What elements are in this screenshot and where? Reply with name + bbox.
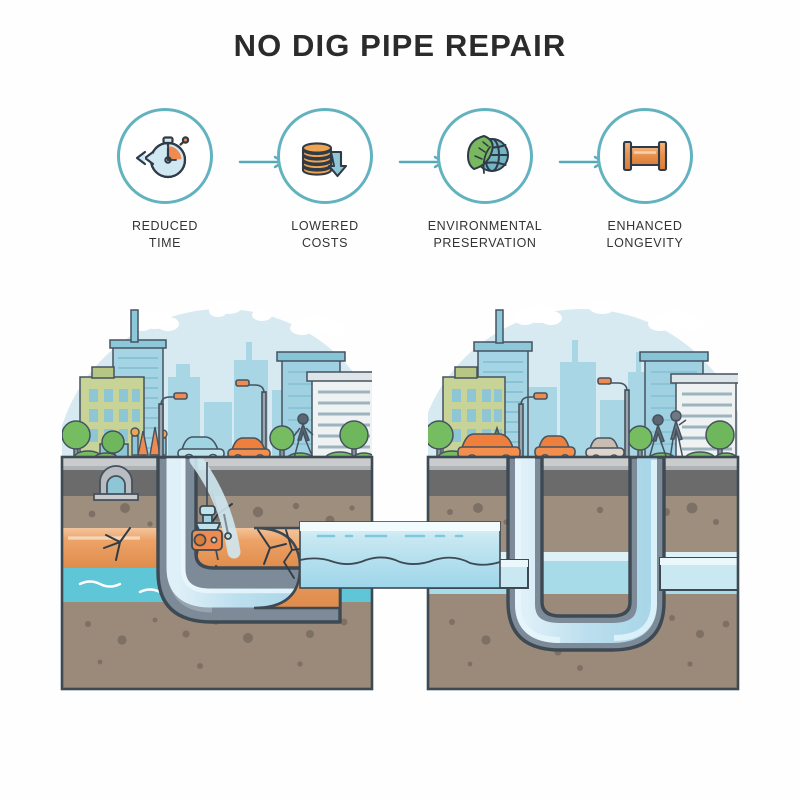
- stopwatch-icon: [135, 136, 190, 179]
- spanning-water-pipe: [299, 521, 501, 589]
- street-lamp-2-r: [597, 377, 630, 462]
- benefit-icon-ring-4: [597, 108, 693, 204]
- groundwater-highlight-r: [428, 552, 738, 561]
- inspection-robot: [191, 462, 232, 561]
- tree-cluster-right: [269, 420, 369, 462]
- benefit-icon-ring-2: [277, 108, 373, 204]
- benefit-icon-ring-1: [117, 108, 213, 204]
- scene-svg: [60, 300, 740, 691]
- street-lamp-1: [158, 392, 188, 462]
- cloud-group-right: [514, 300, 704, 331]
- benefit-icon-ring-3: [437, 108, 533, 204]
- street-lamp-1-r: [518, 392, 548, 462]
- tree-cluster-right-r: [627, 420, 735, 462]
- pipe-repair-illustration: [0, 272, 800, 702]
- pipe-gloss: [300, 522, 500, 531]
- water-flow-conduit: [299, 521, 501, 589]
- cipp-liner-complete: [515, 457, 657, 643]
- repaired-pipe-cross-section: [428, 457, 738, 689]
- road-surface-r: [428, 457, 738, 466]
- road-surface: [62, 457, 372, 466]
- pebbles-deep: [85, 615, 348, 669]
- pipe-segment-icon: [622, 140, 668, 172]
- coins-down-arrow-icon: [301, 142, 348, 178]
- leaf-globe-icon: [467, 135, 509, 174]
- city-right-backdrop: [428, 300, 738, 462]
- cloud-group-left: [131, 300, 346, 336]
- street-lamp-2: [235, 379, 267, 462]
- pipe-crack-line: [299, 556, 501, 566]
- pedestrian-1: [293, 413, 314, 459]
- road-base-layer-r: [428, 470, 738, 496]
- curb-edge: [62, 466, 372, 470]
- cipp-liner-insertion: [166, 457, 310, 608]
- curb-edge-r: [428, 466, 738, 470]
- manhole-archway: [93, 465, 139, 501]
- page-title: NO DIG PIPE REPAIR: [233, 28, 567, 63]
